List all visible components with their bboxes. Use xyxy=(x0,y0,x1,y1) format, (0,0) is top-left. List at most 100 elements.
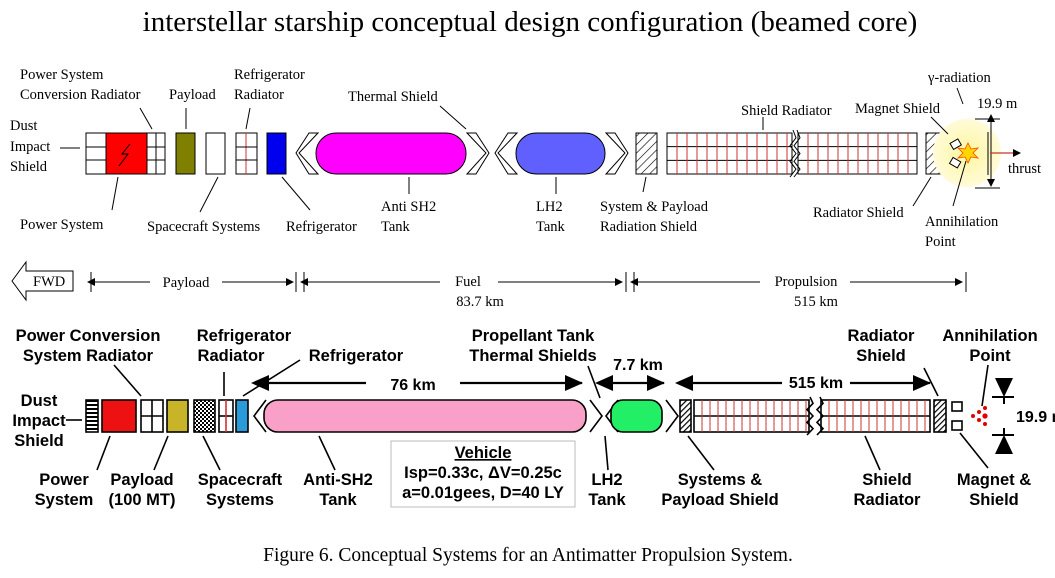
lbl-sec-prop-len: 515 km xyxy=(794,294,839,310)
blbl-sys-payload-1: Systems & xyxy=(678,471,762,489)
bot-width-arrow-down xyxy=(995,378,1013,397)
bot-magnet-lower xyxy=(951,420,963,431)
blbl-len77: 7.7 km xyxy=(613,357,663,374)
blbl-prop-thermal-1: Propellant Tank xyxy=(472,327,595,345)
lbl-dust-1: Dust xyxy=(10,118,37,134)
lbl-top-width: 19.9 m xyxy=(977,96,1018,112)
bot-labels: Power Conversion System Radiator Refrige… xyxy=(12,327,1055,509)
bot-power-system xyxy=(101,399,137,433)
bot-sys-payload-shield xyxy=(679,399,692,433)
lbl-refrig-rad-1: Refrigerator xyxy=(234,67,305,83)
lbl-payload: Payload xyxy=(169,87,216,103)
blbl-antisH2-1: Anti-SH2 xyxy=(303,471,373,489)
blbl-annihilation-2: Point xyxy=(969,347,1011,365)
lbl-lh2-1: LH2 xyxy=(536,199,563,215)
blbl-prop-thermal-2: Thermal Shields xyxy=(469,347,596,365)
top-leaders xyxy=(60,87,967,213)
top-refrigerator-box xyxy=(266,132,287,175)
bot-thermal-right xyxy=(589,399,603,433)
blbl-pcsr-1: Power Conversion xyxy=(16,327,161,345)
lbl-thermal-shield: Thermal Shield xyxy=(348,89,439,105)
blbl-power-1: Power xyxy=(39,471,89,489)
blbl-len76: 76 km xyxy=(390,377,435,394)
bot-antisH2-tank xyxy=(263,399,587,433)
lbl-dust-2: Impact xyxy=(10,139,50,155)
blbl-radiator-shield-1: Radiator xyxy=(848,327,916,345)
annihilation-star-icon xyxy=(956,142,980,164)
bot-annihilation-point xyxy=(971,406,988,426)
lbl-magnet-shield: Magnet Shield xyxy=(855,101,941,117)
bot-pcs-radiator xyxy=(140,399,164,433)
bot-dust-shield xyxy=(85,399,99,433)
bot-payload xyxy=(166,399,189,433)
lbl-radiator-shield: Radiator Shield xyxy=(813,205,904,221)
bottom-diagram xyxy=(85,396,963,436)
fwd-arrow xyxy=(11,260,74,302)
blbl-len515: 515 km xyxy=(789,375,843,392)
blbl-annihilation-1: Annihilation xyxy=(942,327,1037,345)
blbl-radiator-shield-2: Shield xyxy=(856,347,906,365)
lbl-antisH2-1: Anti SH2 xyxy=(381,199,436,215)
blbl-shield-radiator-1: Shield xyxy=(862,471,912,489)
bot-lh2-tank xyxy=(610,399,663,433)
lbl-annihilation-1: Annihilation xyxy=(925,214,999,230)
lbl-fwd: FWD xyxy=(33,274,65,290)
bot-radiator-shield xyxy=(933,399,947,433)
bot-shield-radiator xyxy=(693,396,931,436)
vehicle-line2: a=0.01gees, D=40 LY xyxy=(402,484,564,502)
lbl-lh2-2: Tank xyxy=(536,219,566,235)
blbl-dust-2: Impact xyxy=(12,412,66,430)
blbl-refrig-rad-1: Refrigerator xyxy=(197,327,292,345)
bot-refrig-radiator xyxy=(218,399,234,433)
blbl-payload-1: Payload xyxy=(110,471,173,489)
lbl-sec-propulsion: Propulsion xyxy=(775,274,839,290)
top-antisH2-tank xyxy=(315,132,467,175)
top-spacecraft-box xyxy=(205,132,226,175)
lbl-sec-fuel: Fuel xyxy=(455,274,481,290)
top-payload-box xyxy=(175,132,196,175)
section-brackets xyxy=(87,272,967,292)
lightning-icon xyxy=(118,143,131,167)
blbl-sys-payload-2: Payload Shield xyxy=(661,491,778,509)
top-diagram xyxy=(85,129,946,178)
top-thermal-shield-right xyxy=(465,132,490,175)
vehicle-box: Vehicle Isp=0.33c, ΔV=0.25c a=0.01gees, … xyxy=(390,440,576,508)
lbl-shield-radiator: Shield Radiator xyxy=(741,103,832,119)
blbl-spacecraft-2: Systems xyxy=(206,491,274,509)
top-shield-radiator xyxy=(666,129,918,178)
vehicle-line1: Isp=0.33c, ΔV=0.25c xyxy=(404,464,562,482)
top-labels: Power System Conversion Radiator Payload… xyxy=(10,67,1041,250)
bot-thermal-left xyxy=(253,399,267,433)
lbl-sys-payload-1: System & Payload xyxy=(600,199,709,215)
lbl-power-conv-1: Power System xyxy=(20,67,104,83)
top-sys-payload-shield xyxy=(635,132,658,175)
top-refrig-radiator xyxy=(235,132,258,175)
bot-spacecraft xyxy=(193,399,216,433)
bot-leaders xyxy=(66,359,989,471)
vehicle-heading: Vehicle xyxy=(455,444,512,462)
top-magnet-shield xyxy=(948,138,963,169)
top-power-conv-radiator xyxy=(146,132,166,175)
lbl-dust-3: Shield xyxy=(10,159,48,175)
section-labels: Payload Fuel 83.7 km Propulsion 515 km xyxy=(163,274,839,310)
blbl-magnet-2: Shield xyxy=(969,491,1019,509)
bot-width-dim xyxy=(992,396,1014,436)
lbl-sec-payload: Payload xyxy=(163,275,210,291)
figure-caption: Figure 6. Conceptual Systems for an Anti… xyxy=(263,545,793,566)
bot-lh2-shield-right xyxy=(665,399,679,433)
lbl-power-system: Power System xyxy=(20,217,104,233)
lbl-annihilation-2: Point xyxy=(925,234,956,250)
blbl-width: 19.9 m xyxy=(1016,409,1055,426)
top-lh2-tank xyxy=(515,132,606,175)
blbl-dust-1: Dust xyxy=(21,392,58,410)
blbl-refrig-rad-2: Radiator xyxy=(198,347,266,365)
bot-magnet-upper xyxy=(951,401,963,412)
blbl-lh2-1: LH2 xyxy=(591,471,622,489)
blbl-spacecraft-1: Spacecraft xyxy=(198,471,283,489)
page-title: interstellar starship conceptual design … xyxy=(143,6,918,38)
top-thermal-shield-left xyxy=(295,132,320,175)
blbl-magnet-1: Magnet & xyxy=(957,471,1031,489)
bot-refrigerator xyxy=(235,399,249,433)
